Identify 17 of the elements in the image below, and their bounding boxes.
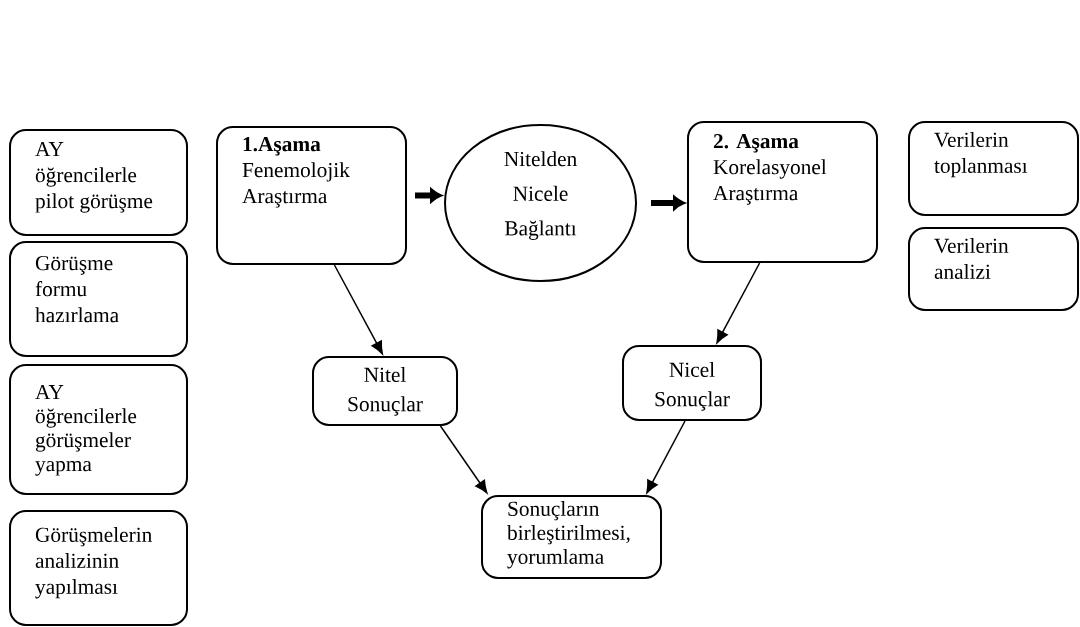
process-box: AY öğrencilerle görüşmeler yapma: [9, 364, 188, 495]
arrow: [716, 262, 761, 344]
process-box: Nitel Sonuçlar: [312, 356, 458, 426]
process-box: Verilerin analizi: [908, 227, 1079, 311]
process-box: 1.Aşama Fenemolojik Araştırma: [216, 126, 407, 265]
arrow: [651, 195, 685, 210]
process-box: Sonuçların birleştirilmesi, yorumlama: [481, 495, 662, 579]
process-box: Görüşmelerin analizinin yapılması: [9, 510, 188, 626]
process-box: Görüşme formu hazırlama: [9, 241, 188, 357]
process-box: 2. Aşama Korelasyonel Araştırma: [687, 121, 878, 263]
arrow: [415, 188, 442, 203]
arrow: [439, 425, 488, 494]
arrow: [646, 420, 686, 494]
process-box: Nicel Sonuçlar: [622, 345, 762, 421]
process-box: Verilerin toplanması: [908, 121, 1079, 216]
process-box: AY öğrencilerle pilot görüşme: [9, 129, 188, 236]
arrow: [333, 264, 383, 355]
